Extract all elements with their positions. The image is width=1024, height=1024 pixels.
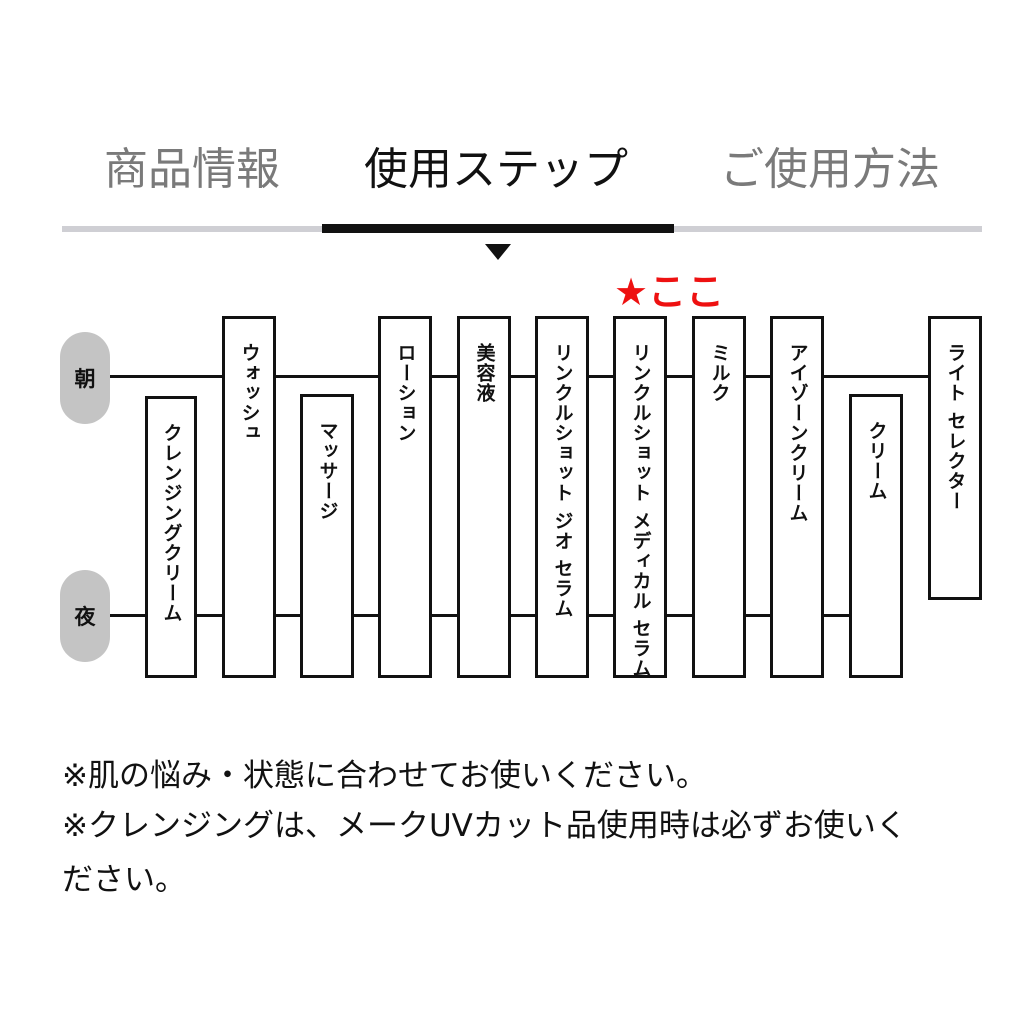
morning-pill: 朝 [60,332,110,424]
night-label: 夜 [74,605,96,629]
step-wrinkle-shot-medical-serum: リンクルショット メディカル セラム [613,316,667,678]
step-label: クリーム [865,421,888,501]
step-light-selector: ライト セレクター [928,316,982,600]
note-line-2: ※クレンジングは、メークUVカット品使用時は必ずお使いく [62,808,907,844]
note-line-3: ださい。 [62,862,186,898]
step-label: ライト セレクター [944,343,967,511]
morning-line [108,375,938,378]
step-cleansing-cream: クレンジングクリーム [145,396,197,678]
step-serum: 美容液 [457,316,511,678]
triangle-down-icon [485,244,511,260]
step-eye-zone-cream: アイゾーンクリーム [770,316,824,678]
step-milk: ミルク [692,316,746,678]
step-wrinkle-shot-geo-serum: リンクルショット ジオ セラム [535,316,589,678]
note-line-1: ※肌の悩み・状態に合わせてお使いください。 [62,758,708,794]
tab-usage-steps[interactable]: 使用ステップ [364,144,628,195]
step-label: リンクルショット ジオ セラム [551,343,574,619]
step-label: アイゾーンクリーム [786,343,809,523]
highlight-label: ★ここ [614,270,725,314]
step-label: マッサージ [316,421,339,521]
step-label: ミルク [708,343,731,403]
step-massage: マッサージ [300,394,354,678]
morning-label: 朝 [74,367,96,391]
step-cream: クリーム [849,394,903,678]
step-label: ウォッシュ [238,343,261,443]
step-label: クレンジングクリーム [160,423,183,623]
step-label: ローション [394,343,417,443]
step-label: リンクルショット メディカル セラム [629,343,652,679]
step-label: 美容液 [473,343,496,403]
step-lotion: ローション [378,316,432,678]
night-pill: 夜 [60,570,110,662]
tab-how-to-use[interactable]: ご使用方法 [720,144,940,195]
step-wash: ウォッシュ [222,316,276,678]
tab-active-indicator [322,224,674,233]
tab-product-info[interactable]: 商品情報 [104,144,280,195]
